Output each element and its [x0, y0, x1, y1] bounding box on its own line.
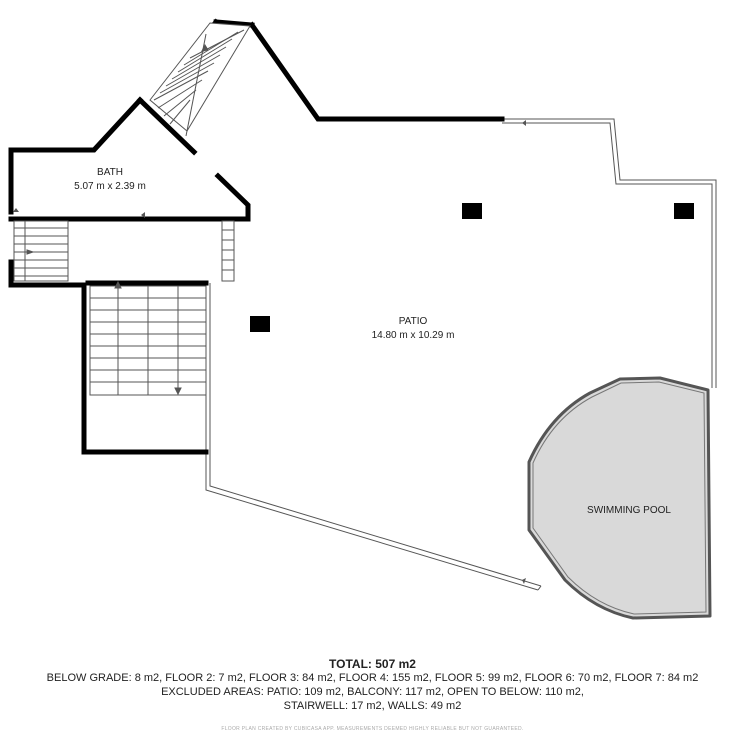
bath-name: BATH: [97, 167, 123, 178]
left-stair: [13, 220, 69, 282]
floor-plan: BATH 5.07 m x 2.39 m PATIO 14.80 m x 10.…: [8, 18, 717, 620]
patio-name: PATIO: [399, 316, 428, 327]
total-area: TOTAL: 507 m2: [329, 657, 416, 671]
main-stair: [89, 280, 207, 396]
area-summary: TOTAL: 507 m2 BELOW GRADE: 8 m2, FLOOR 2…: [0, 657, 745, 713]
markers: [13, 120, 526, 584]
swimming-pool: [527, 376, 712, 620]
bath-dimensions: 5.07 m x 2.39 m: [74, 181, 146, 192]
pool-name: SWIMMING POOL: [587, 505, 671, 516]
upper-stair: [149, 22, 251, 137]
stairwell-walls: STAIRWELL: 17 m2, WALLS: 49 m2: [283, 700, 462, 712]
side-stair: [221, 220, 235, 282]
excluded-areas: EXCLUDED AREAS: PATIO: 109 m2, BALCONY: …: [161, 686, 584, 698]
walls: [8, 18, 505, 455]
patio-columns: [250, 203, 694, 332]
patio-dimensions: 14.80 m x 10.29 m: [372, 330, 455, 341]
floor-areas: BELOW GRADE: 8 m2, FLOOR 2: 7 m2, FLOOR …: [46, 672, 699, 684]
disclaimer: FLOOR PLAN CREATED BY CUBICASA APP. MEAS…: [221, 726, 524, 732]
